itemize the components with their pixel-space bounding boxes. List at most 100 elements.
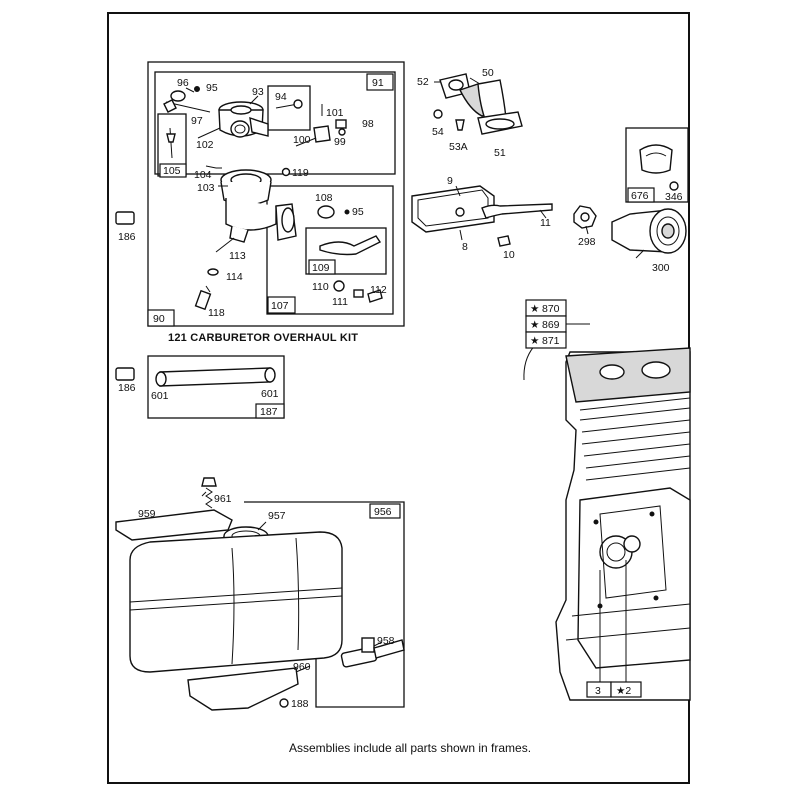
- frame-109-label: 109: [312, 262, 330, 274]
- part-label-50: 50: [482, 67, 494, 79]
- choke-lever-109: [319, 235, 382, 256]
- frame-tag-90: [147, 309, 175, 327]
- part-label-51: 51: [494, 147, 506, 159]
- fitting-186a: [115, 211, 135, 225]
- kit-ref-star-3: ★: [530, 335, 540, 347]
- part-label-2: ★2: [616, 685, 631, 697]
- screw-53a: [455, 119, 465, 131]
- frame-91-label: 91: [372, 77, 384, 89]
- part-label-103: 103: [197, 182, 215, 194]
- intake-elbow-50: [439, 73, 523, 135]
- filter-300: [611, 208, 687, 254]
- gasket-108: [317, 205, 335, 219]
- nut-111: [353, 289, 364, 298]
- part-label-108: 108: [315, 192, 333, 204]
- leader-lines: [185, 77, 645, 673]
- kit-title: 121 CARBURETOR OVERHAUL KIT: [168, 332, 358, 344]
- screw-95b: [344, 209, 350, 215]
- bracket-959: [115, 509, 233, 541]
- frame-105-label: 105: [163, 165, 181, 177]
- part-label-113: 113: [229, 250, 246, 262]
- part-label-300: 300: [652, 262, 670, 274]
- part-label-346: 346: [665, 191, 683, 203]
- part-label-110: 110: [312, 281, 329, 293]
- part-label-102: 102: [196, 139, 214, 151]
- part-label-114: 114: [226, 271, 243, 283]
- part-label-186a: 186: [118, 231, 136, 243]
- carburetor-frame-90: 90 91 94 105 107 109: [147, 61, 405, 327]
- frame-tag-91: [366, 73, 394, 91]
- part-label-3: 3: [595, 685, 601, 697]
- part-label-99: 99: [334, 136, 346, 148]
- subframe-109: [305, 227, 387, 275]
- frame-187-label: 187: [260, 406, 278, 418]
- part-label-53a: 53A: [449, 141, 468, 153]
- part-label-101: 101: [326, 107, 344, 119]
- part-label-104: 104: [194, 169, 212, 181]
- carburetor-body-93: [218, 101, 269, 138]
- part-labels: 96 95 93 97 102 101 98 100 99 104 119 10…: [118, 67, 683, 710]
- screw-346: [669, 181, 679, 191]
- fuel-line-frame-187: 187: [147, 355, 285, 419]
- frame-676-label: 676: [631, 190, 649, 202]
- part-label-97: 97: [191, 115, 203, 127]
- part-label-957: 957: [268, 510, 286, 522]
- part-label-98: 98: [362, 118, 374, 130]
- subframe-676: 676: [625, 127, 689, 203]
- part-label-958: 958: [377, 635, 395, 647]
- screw-961: [201, 477, 217, 509]
- washer-110: [333, 280, 345, 292]
- spring-118: [194, 285, 212, 311]
- frame-107-label: 107: [271, 300, 289, 312]
- shutoff-valve-958: [340, 637, 405, 668]
- kit-ref-num-870: 870: [542, 303, 560, 315]
- part-label-96: 96: [177, 77, 189, 89]
- part-label-111: 111: [332, 296, 348, 308]
- frame-tag-107: [267, 296, 296, 314]
- screw-188: [279, 698, 289, 708]
- needle-valve-105: [166, 127, 176, 159]
- pin-104: [205, 165, 217, 169]
- element-298: [573, 205, 597, 229]
- subframe-91: [154, 71, 396, 175]
- part-label-959: 959: [138, 508, 156, 520]
- screw-112: [367, 289, 383, 303]
- fitting-186b: [115, 367, 135, 381]
- kit-ref-num-869: 869: [542, 319, 560, 331]
- part-label-112: 112: [370, 284, 387, 296]
- screw-10: [497, 235, 511, 247]
- part-label-95b: 95: [352, 206, 364, 218]
- frame-90-label: 90: [153, 313, 165, 325]
- kit-ref-num-871: 871: [542, 335, 560, 347]
- frame-956-label: 956: [374, 506, 392, 518]
- screw-119: [281, 167, 291, 177]
- subframe-107: [266, 185, 394, 315]
- washer-114: [207, 268, 219, 276]
- part-label-95a: 95: [206, 82, 218, 94]
- part-label-118: 118: [208, 307, 225, 319]
- part-label-298: 298: [578, 236, 596, 248]
- part-label-52: 52: [417, 76, 429, 88]
- frame-94-label: 94: [275, 91, 287, 103]
- part-label-10: 10: [503, 249, 515, 261]
- screw-54: [433, 109, 443, 119]
- part-label-93: 93: [252, 86, 264, 98]
- part-label-54: 54: [432, 126, 444, 138]
- part-label-960: 960: [293, 661, 311, 673]
- part-label-119: 119: [292, 167, 309, 179]
- part-label-9: 9: [447, 175, 453, 187]
- needle-113: [215, 237, 235, 253]
- part-label-8: 8: [462, 241, 468, 253]
- bracket-960: [187, 667, 299, 711]
- screw-99: [338, 128, 346, 136]
- kit-reference-boxes: ★ 870 ★ 869 ★ 871: [525, 299, 590, 349]
- subframe-94: [267, 85, 311, 131]
- carburetor-lower-103: [220, 169, 297, 243]
- kit-ref-star-1: ★: [530, 303, 540, 315]
- bottom-ref-boxes: 3 ★2: [586, 560, 642, 698]
- part-label-961: 961: [214, 493, 232, 505]
- part-label-601b: 601: [261, 388, 279, 400]
- part-label-100: 100: [293, 134, 311, 146]
